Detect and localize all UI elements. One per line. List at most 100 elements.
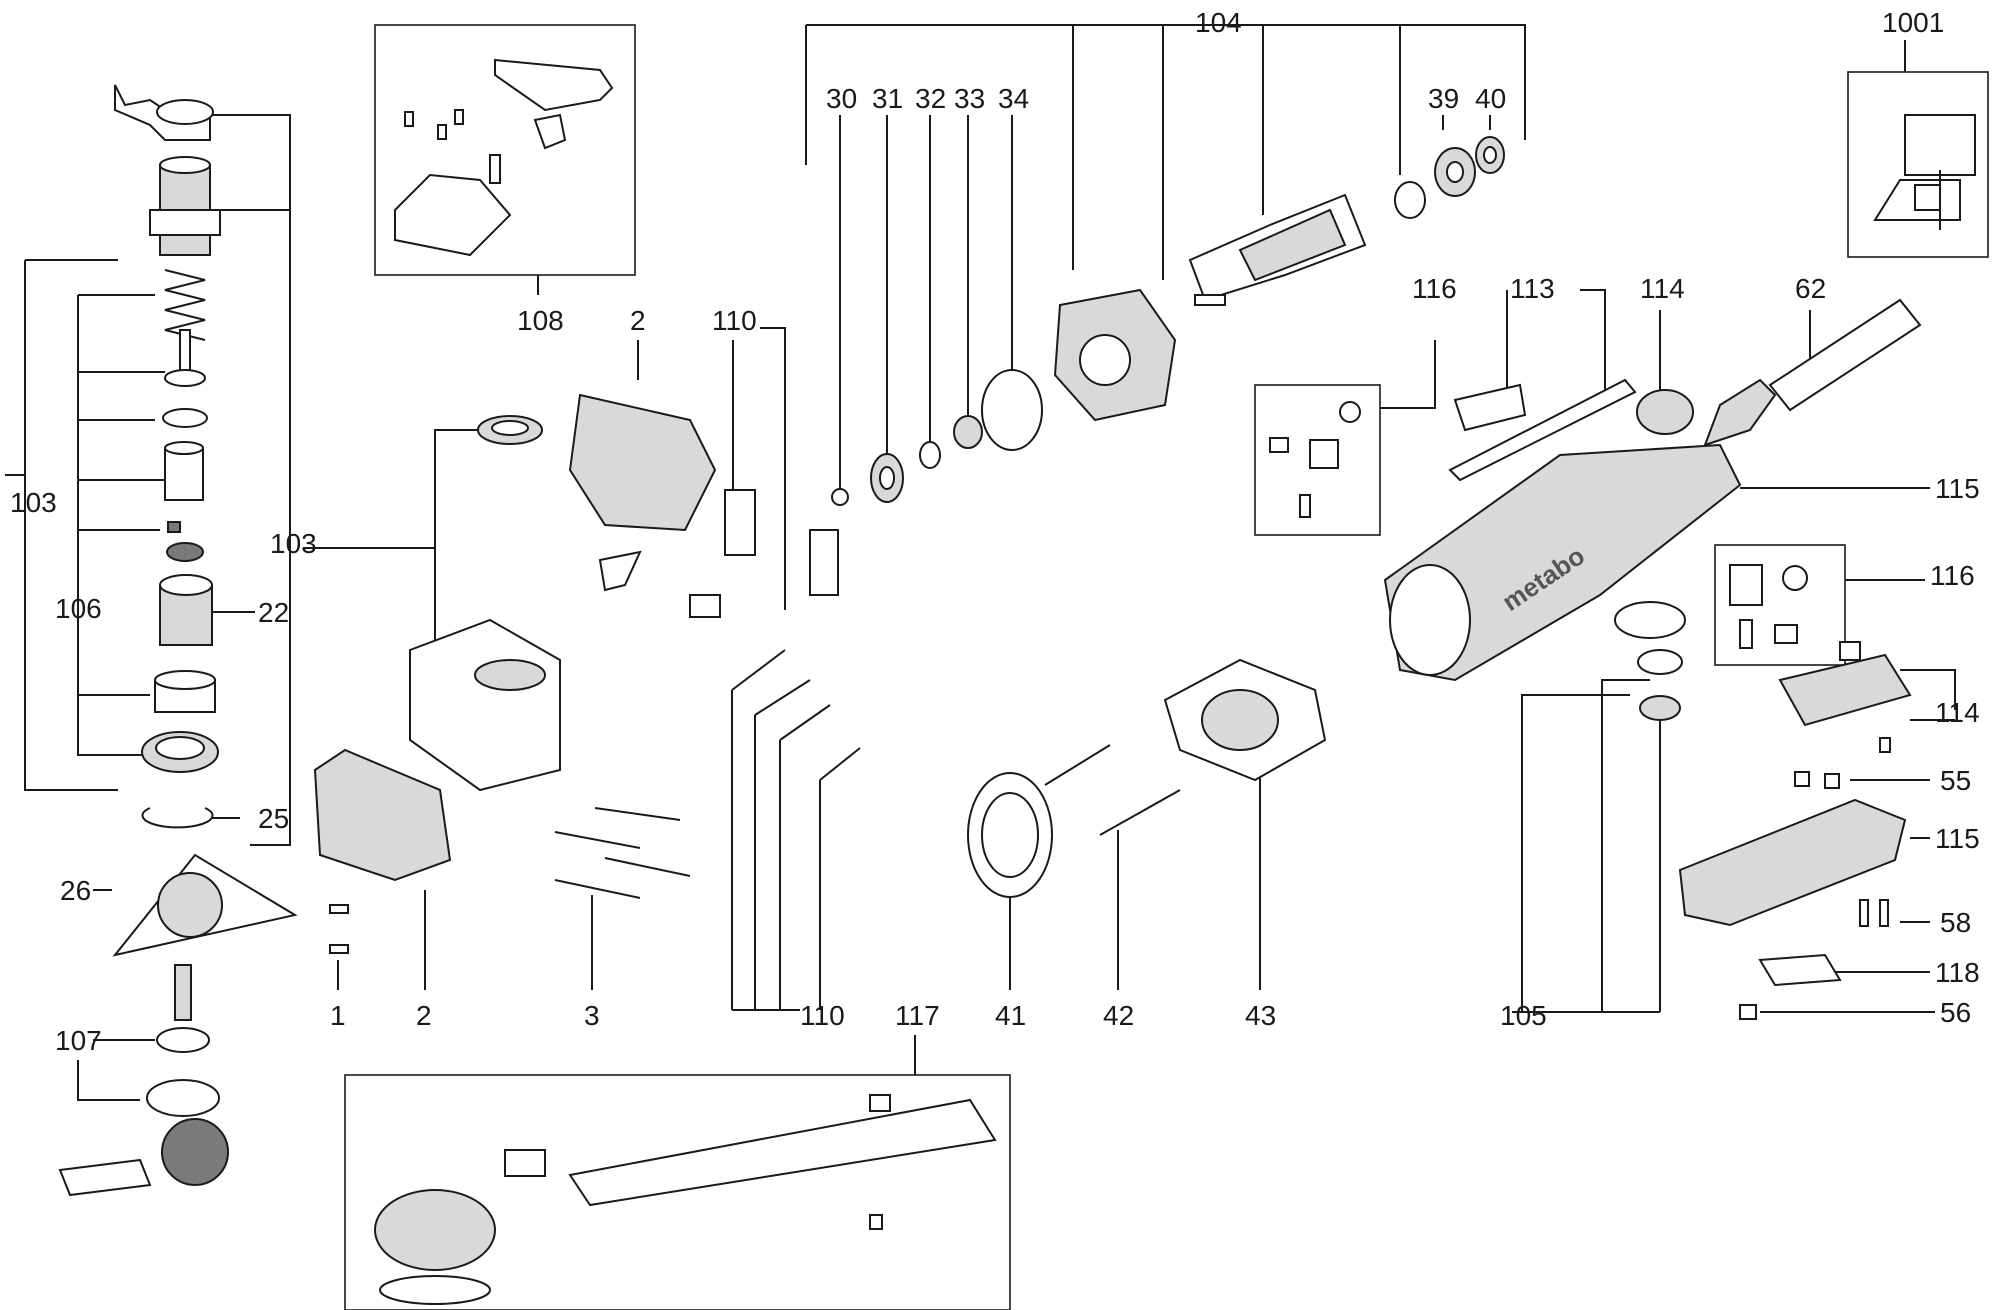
label-31: 31	[872, 83, 903, 114]
o-ring-34	[981, 369, 1043, 451]
lock-nut-small	[166, 542, 204, 562]
label-114-right: 114	[1935, 697, 1980, 728]
screw-1-lower	[329, 944, 349, 954]
spindle-upper	[149, 156, 221, 256]
label-116-right: 116	[1930, 560, 1975, 591]
power-cable-62	[1649, 298, 1922, 471]
spring	[164, 269, 206, 341]
label-43: 43	[1245, 1000, 1276, 1031]
armature-104	[1188, 193, 1367, 306]
fan-baffle-41	[967, 772, 1053, 898]
label-104: 104	[1195, 7, 1242, 38]
label-103-left: 103	[10, 487, 57, 518]
bushing-33	[953, 415, 983, 449]
stator-43	[1163, 658, 1327, 782]
switch-parts-116-right	[1729, 564, 1808, 649]
callout-labels: 1001 104 30 31 32 33 34 39 40 108 2 110 …	[10, 7, 1980, 1056]
switch-parts-116-top	[1269, 401, 1361, 518]
label-116-top: 116	[1412, 273, 1457, 304]
label-3: 3	[584, 1000, 600, 1031]
label-41: 41	[995, 1000, 1026, 1031]
bearing-plate-104	[1053, 288, 1177, 422]
gear-bushing-22	[159, 574, 213, 646]
caps-55	[1794, 771, 1840, 789]
tool-holder-cap	[114, 84, 214, 141]
sanding-pad-26	[112, 853, 298, 957]
washer-small	[162, 408, 208, 428]
carbon-brush-110	[689, 489, 839, 618]
screw-56	[1739, 1004, 1757, 1020]
clip-30	[831, 488, 849, 506]
detail-box-116-right	[1714, 544, 1846, 666]
switch-rod-113	[1448, 378, 1637, 482]
label-106: 106	[55, 593, 102, 624]
pin-part	[164, 329, 206, 387]
label-32: 32	[915, 83, 946, 114]
label-plate-118	[1758, 953, 1842, 987]
ring-bushing	[154, 670, 216, 713]
screws-3	[554, 807, 691, 899]
label-107: 107	[55, 1025, 102, 1056]
label-30: 30	[826, 83, 857, 114]
label-103-mid: 103	[270, 528, 317, 559]
bearing-31	[870, 453, 904, 503]
detail-box-116-top	[1254, 384, 1381, 536]
screw-1-upper	[329, 904, 349, 914]
label-110-bottom: 110	[800, 1000, 845, 1031]
label-115-top: 115	[1935, 473, 1980, 504]
label-56: 56	[1940, 997, 1971, 1028]
washers-105	[1614, 601, 1686, 721]
label-1001: 1001	[1882, 7, 1944, 38]
detail-box-117	[344, 1074, 1011, 1310]
label-110-top: 110	[712, 305, 757, 336]
label-108: 108	[517, 305, 564, 336]
detail-box-1001	[1847, 71, 1989, 258]
sleeve	[164, 441, 204, 501]
wire-pins-110	[731, 649, 861, 781]
oscillating-blade	[58, 1118, 229, 1197]
detail-108-parts	[394, 58, 614, 257]
label-117: 117	[895, 1000, 940, 1031]
spindle-107	[156, 964, 210, 1053]
label-26: 26	[60, 875, 91, 906]
label-34: 34	[998, 83, 1029, 114]
bearing-small-104	[1394, 181, 1426, 219]
detail-box-108	[374, 24, 636, 276]
label-2-bottom: 2	[416, 1000, 432, 1031]
label-22: 22	[258, 597, 289, 628]
wiring-schematic-1001	[1873, 114, 1976, 230]
bearing-103	[477, 415, 543, 445]
label-40: 40	[1475, 83, 1506, 114]
label-115-bottom: 115	[1935, 823, 1980, 854]
gearbox-housing-103	[409, 618, 561, 792]
screws-58	[1859, 899, 1889, 927]
housing-shell-2-top	[568, 393, 717, 592]
bearing-39	[1434, 147, 1476, 197]
knob-114	[1636, 389, 1694, 435]
lower-shell-115	[1678, 798, 1907, 927]
label-33: 33	[954, 83, 985, 114]
label-118: 118	[1935, 957, 1980, 988]
bearing-40	[1475, 136, 1505, 174]
label-2-top: 2	[630, 305, 646, 336]
clip-small	[167, 521, 181, 533]
label-42: 42	[1103, 1000, 1134, 1031]
label-55: 55	[1940, 765, 1971, 796]
leader-lines	[5, 24, 1956, 1101]
ring-107-lower	[146, 1079, 220, 1117]
motor-housing-115: metabo	[1383, 443, 1742, 682]
circlip-25	[141, 807, 214, 829]
label-25: 25	[258, 803, 289, 834]
label-1: 1	[330, 1000, 346, 1031]
housing-shell-2-bottom	[313, 748, 452, 882]
label-114-top: 114	[1640, 273, 1685, 304]
washer-32	[919, 441, 941, 469]
electronics-module-114	[1778, 641, 1912, 753]
label-39: 39	[1428, 83, 1459, 114]
label-105: 105	[1500, 1000, 1547, 1031]
label-58: 58	[1940, 907, 1971, 938]
bearing-left	[141, 731, 219, 773]
label-113: 113	[1510, 273, 1555, 304]
label-62: 62	[1795, 273, 1826, 304]
